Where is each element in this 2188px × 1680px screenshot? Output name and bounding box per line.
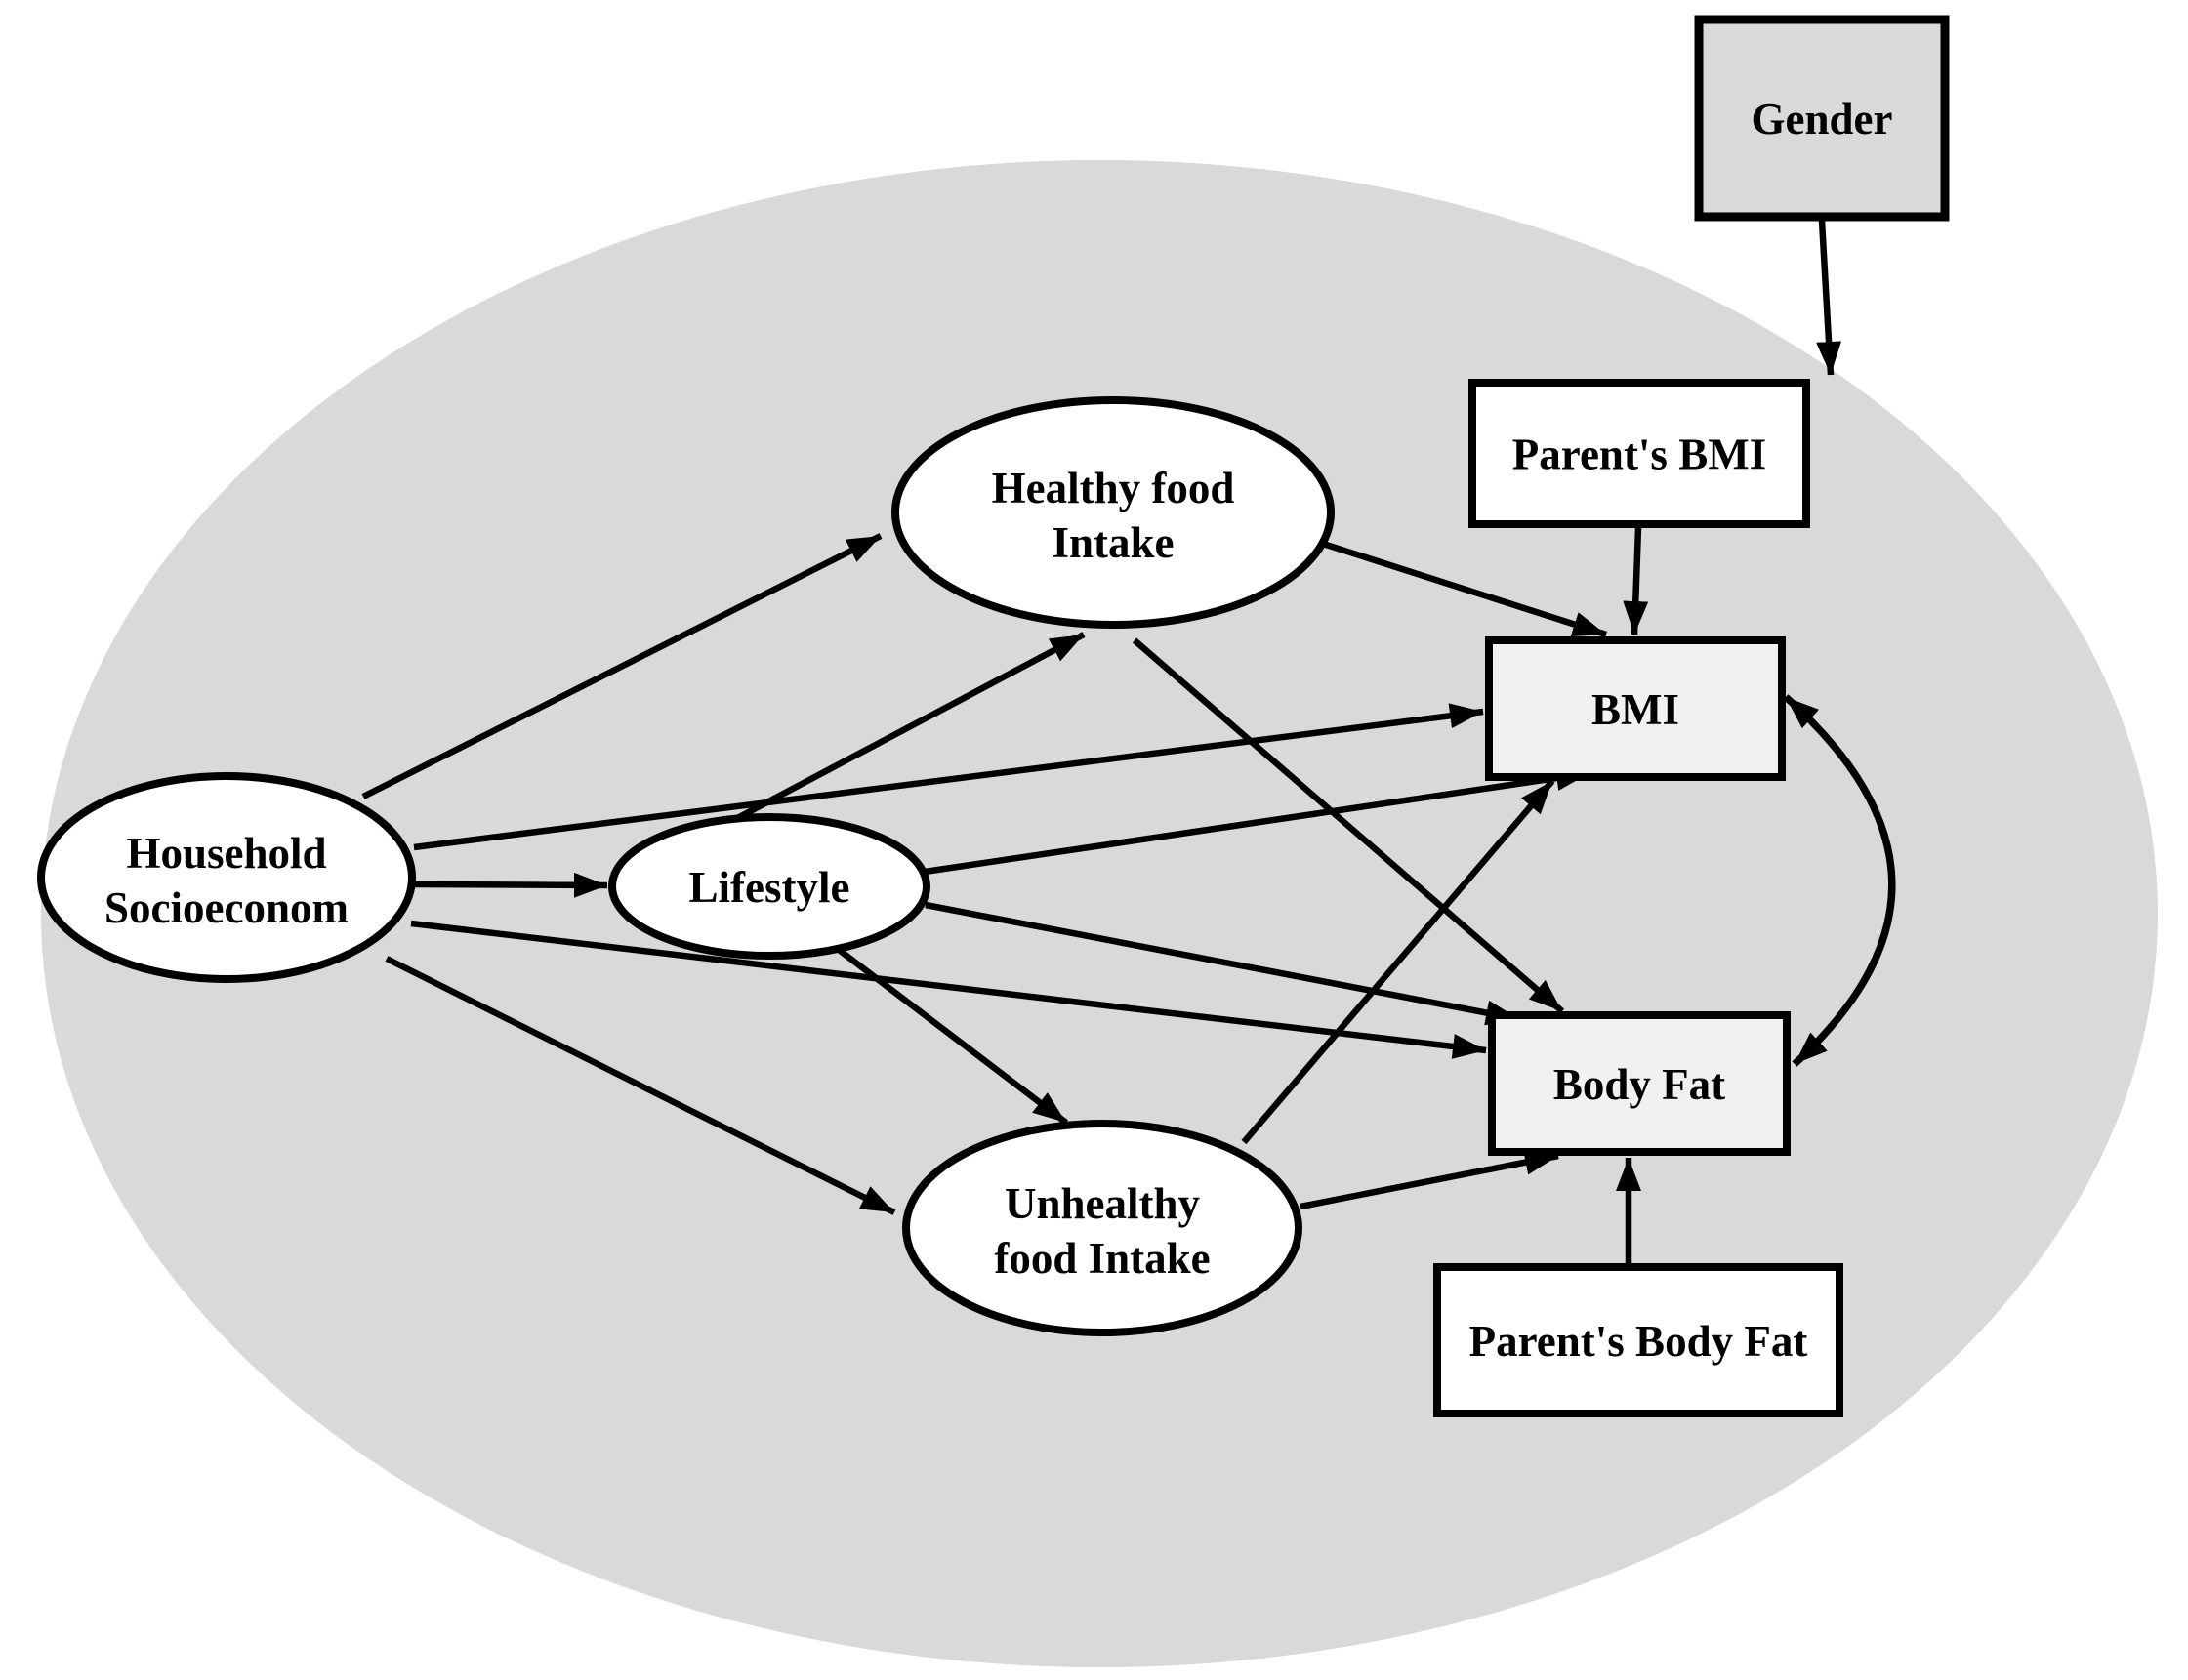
arrow-healthy-to-body-fat: [1132, 637, 1565, 1014]
arrow-lifestyle-to-unhealthy: [828, 940, 1068, 1126]
gender-box: [1694, 15, 1950, 222]
arrow-lifestyle-to-body-fat: [925, 901, 1520, 1026]
parents-bmi-box: [1468, 379, 1810, 528]
arrow-unhealthy-to-body-fat: [1300, 1149, 1559, 1210]
household-socioeconom-ellipse: [37, 772, 416, 983]
arrow-parents-bmi-to-bmi: [1623, 527, 1649, 635]
bmi-box: [1485, 636, 1786, 781]
node-body-fat: Body Fat: [1488, 1011, 1791, 1156]
arrow-household-to-body-fat: [410, 920, 1487, 1059]
parents-body-fat-label: Parent's Body Fat: [1469, 1317, 1808, 1366]
node-parents-bmi: Parent's BMI: [1468, 379, 1810, 528]
arrow-lifestyle-to-bmi: [924, 765, 1590, 876]
healthy-food-intake-ellipse: [891, 396, 1335, 629]
parents-bmi-label: Parent's BMI: [1512, 430, 1766, 479]
arrow-household-to-healthy: [361, 533, 883, 799]
arrow-bmi-bodyfat-covariance: [1783, 694, 1896, 1067]
arrow-gender-to-parents-bmi: [1816, 220, 1842, 376]
bmi-label: BMI: [1591, 685, 1679, 734]
unhealthy-food-intake-ellipse: [902, 1120, 1302, 1336]
arrow-healthy-to-bmi: [1319, 539, 1607, 638]
arrow-unhealthy-to-bmi: [1241, 778, 1555, 1145]
parents-body-fat-box: [1433, 1263, 1843, 1417]
body-fat-label: Body Fat: [1553, 1060, 1725, 1109]
arrow-household-to-lifestyle: [414, 872, 608, 898]
arrow-household-to-unhealthy: [385, 956, 896, 1215]
node-lifestyle: Lifestyle: [608, 813, 930, 960]
lifestyle-ellipse: [608, 813, 930, 960]
lifestyle-label: Lifestyle: [689, 863, 850, 912]
node-bmi: BMI: [1485, 636, 1786, 781]
node-gender: Gender: [1694, 15, 1950, 222]
node-parents-body-fat: Parent's Body Fat: [1433, 1263, 1843, 1417]
arrow-household-to-bmi: [413, 703, 1484, 851]
body-fat-box: [1488, 1011, 1791, 1156]
arrow-lifestyle-to-healthy: [724, 632, 1086, 827]
gender-label: Gender: [1752, 95, 1893, 143]
